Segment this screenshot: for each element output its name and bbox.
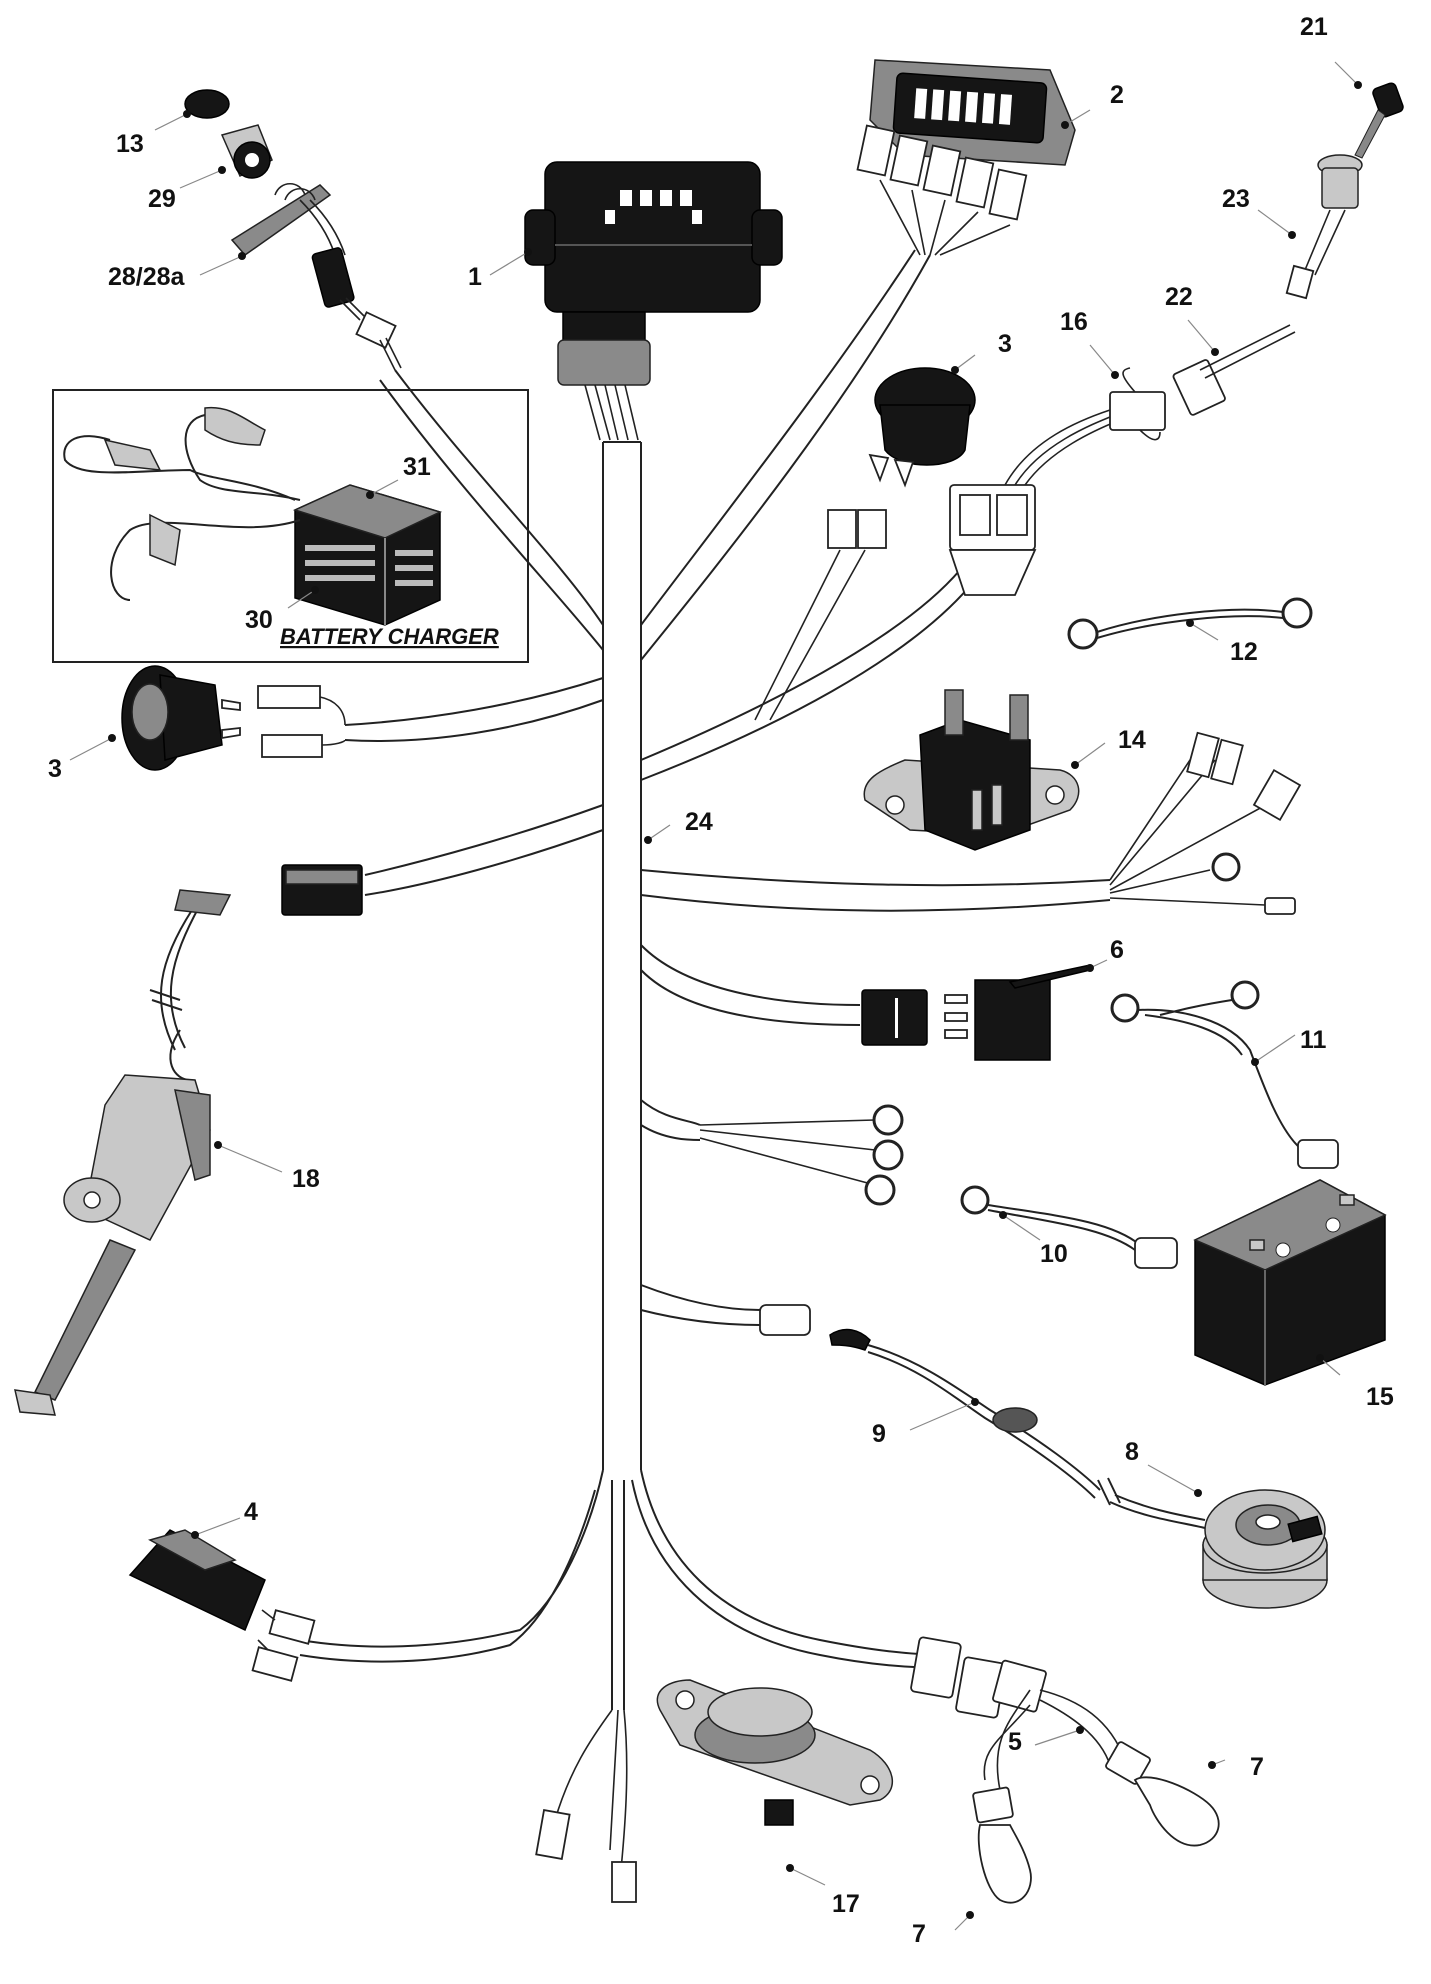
item-4-fuse-holder (128, 1529, 316, 1682)
callout-6: 6 (1110, 936, 1124, 964)
callout-30: 30 (245, 606, 273, 634)
callout-16: 16 (1060, 308, 1088, 336)
item-23-key-switch (1285, 154, 1363, 300)
item-13-cap (184, 89, 230, 119)
item-6-relay (861, 964, 1091, 1061)
leader-lines (69, 61, 1362, 1931)
item-15-battery (1193, 1179, 1387, 1386)
callout-13: 13 (116, 130, 144, 158)
item-16-connector-block (948, 367, 1166, 596)
main-harness-24 (299, 249, 1276, 1881)
item-7-bulb-lower (972, 1786, 1032, 1904)
item-3-switch-upper (827, 367, 976, 549)
callout-10: 10 (1040, 1240, 1068, 1268)
callout-18: 18 (292, 1165, 320, 1193)
item-22-connector (1172, 324, 1296, 416)
item-17-seat-switch (656, 1679, 894, 1826)
callout-23: 23 (1222, 185, 1250, 213)
item-28-lamp-bracket (230, 182, 402, 371)
callout-24: 24 (685, 808, 713, 836)
item-8-pto-clutch (1202, 1489, 1328, 1609)
callout-9: 9 (872, 1420, 886, 1448)
battery-charger-label: BATTERY CHARGER (280, 624, 499, 649)
callout-1: 1 (468, 263, 482, 291)
callout-2: 2 (1110, 81, 1124, 109)
callout-4: 4 (244, 1498, 258, 1526)
item-14-terminals (1186, 731, 1302, 915)
item-14-solenoid (863, 689, 1080, 851)
callout-7-upper: 7 (1250, 1753, 1264, 1781)
callout-7-lower: 7 (912, 1920, 926, 1948)
callout-21: 21 (1300, 13, 1328, 41)
item-18-linear-actuator (14, 889, 232, 1416)
callout-3-left: 3 (48, 755, 62, 783)
item-1-control-module (524, 161, 783, 441)
item-7-bulb-upper (1105, 1741, 1220, 1847)
callout-15: 15 (1366, 1383, 1394, 1411)
callout-12: 12 (1230, 638, 1258, 666)
callout-17: 17 (832, 1890, 860, 1918)
callout-11: 11 (1300, 1026, 1327, 1054)
item-9-clutch-cable (759, 1304, 1206, 1529)
battery-charger-box: BATTERY CHARGER (52, 389, 529, 663)
item-2-battery-gauge (856, 59, 1076, 256)
callout-29: 29 (148, 185, 176, 213)
callout-28-28a: 28/28a (108, 263, 186, 291)
item-30-charger-leads (63, 406, 301, 601)
item-5-light-harness (910, 1636, 1126, 1791)
callout-8: 8 (1125, 1438, 1139, 1466)
item-18-connector (281, 864, 363, 916)
callout-5: 5 (1008, 1728, 1022, 1756)
loose-terminals-lower (535, 1809, 637, 1903)
item-3-switch-left (121, 665, 346, 771)
callout-31: 31 (403, 453, 431, 481)
item-21-ignition-key (1354, 82, 1404, 159)
callout-22: 22 (1165, 283, 1193, 311)
item-10-battery-cable (960, 1185, 1178, 1269)
item-29-lamp-socket (220, 124, 273, 179)
item-31-charger-unit (292, 484, 443, 626)
callout-3-upper: 3 (998, 330, 1012, 358)
callout-14: 14 (1118, 726, 1146, 754)
ring-terminals (864, 1104, 904, 1206)
item-11-battery-cable (1110, 980, 1339, 1169)
callout-labels: 1 2 3 3 4 5 6 7 7 8 9 10 11 12 13 14 15 … (48, 13, 1394, 1948)
